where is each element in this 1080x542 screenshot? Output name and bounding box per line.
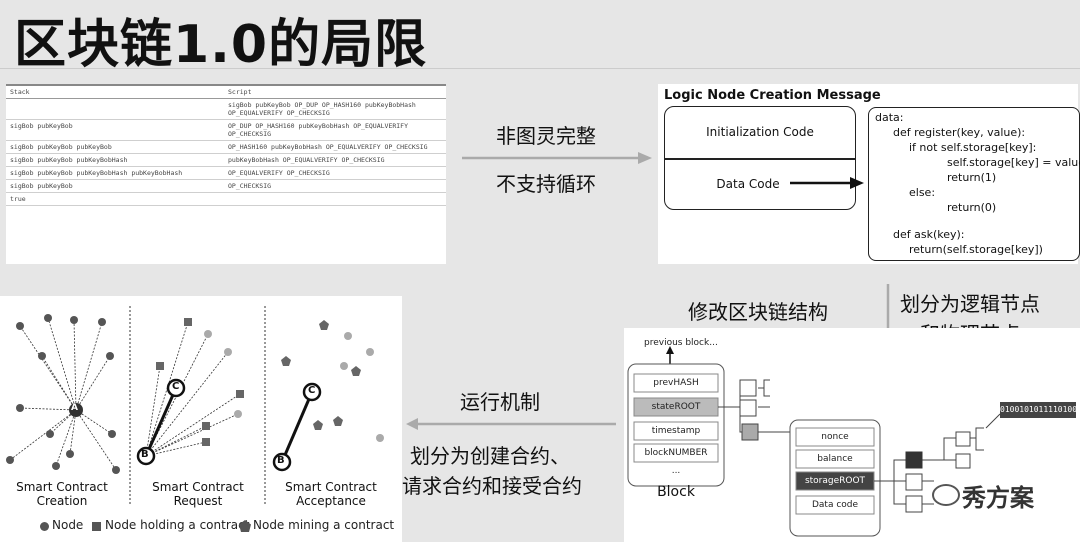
wechat-icon <box>932 484 960 506</box>
previous-block-label: previous block... <box>644 338 718 348</box>
label-run-mechanism: 运行机制 <box>460 390 540 414</box>
caption-line: Smart Contract <box>285 480 377 494</box>
header-script: Script <box>228 88 252 96</box>
legend-mining: Node mining a contract <box>253 518 395 532</box>
caption-request: Smart Contract Request <box>134 480 262 508</box>
smart-contract-diagram <box>6 306 384 506</box>
caption-creation: Smart Contract Creation <box>0 480 124 508</box>
account-field-storageroot: storageROOT <box>804 476 866 486</box>
table-row: sigBob pubKeyBob pubKeyBob OP_HASH160 pub… <box>6 141 446 154</box>
legend-holding: Node holding a contract <box>105 518 250 532</box>
account-field-datacode: Data code <box>811 500 859 510</box>
script-cell: OP_DUP OP_HASH160 pubKeyBobHash OP_EQUAL… <box>228 122 409 138</box>
block-field-timestamp: timestamp <box>651 426 701 436</box>
label-non-turing: 非图灵完整 <box>496 124 596 148</box>
init-code-label: Initialization Code <box>706 125 814 139</box>
table-row: sigBob pubKeyBob OP_DUP OP_HASH160 pubKey… <box>6 120 446 141</box>
code-line: self.storage[key] = value <box>947 156 1080 169</box>
node-c-label: C <box>308 385 316 396</box>
script-cell: OP_HASH160 pubKeyBobHash OP_EQUALVERIFY … <box>228 143 428 151</box>
smart-contract-panel: A C B C B Smart Contract Creation Smart … <box>0 296 402 542</box>
code-line: def ask(key): <box>893 228 965 241</box>
label-split-contract-1: 划分为创建合约、 <box>410 444 570 468</box>
left-arrow <box>406 418 616 430</box>
title-underline <box>0 68 1080 69</box>
block-diagram <box>627 346 1076 537</box>
node-b-label: B <box>141 449 149 460</box>
caption-line: Request <box>173 494 223 508</box>
legend-holding-icon <box>92 522 101 531</box>
script-cell: sigBob pubKeyBob OP_DUP OP_HASH160 pubKe… <box>228 101 416 117</box>
caption-line: Smart Contract <box>152 480 244 494</box>
node-b-label: B <box>277 455 285 466</box>
legend-node-icon <box>40 522 49 531</box>
stack-cell: true <box>10 195 26 203</box>
caption-line: Creation <box>36 494 88 508</box>
block-caption: Block <box>657 484 695 500</box>
page-title: 区块链1.0的局限 <box>14 15 428 75</box>
table-row: true <box>6 193 446 206</box>
code-line: data: <box>875 111 904 124</box>
watermark-text: 秀方案 <box>962 484 1034 512</box>
code-box: data: def register(key, value): if not s… <box>868 107 1080 261</box>
block-field-blocknumber: blockNUMBER <box>644 448 708 458</box>
table-header-row: Stack Script <box>6 85 446 99</box>
code-line: return(0) <box>947 201 997 214</box>
table-row: sigBob pubKeyBob pubKeyBobHash pubKeyBob… <box>6 167 446 180</box>
caption-line: Smart Contract <box>16 480 108 494</box>
block-field-stateroot: stateROOT <box>651 402 701 412</box>
legend-mining-icon <box>239 520 251 532</box>
code-line: return(1) <box>947 171 997 184</box>
data-code-label: Data Code <box>716 177 780 191</box>
logic-node-title: Logic Node Creation Message <box>664 88 881 103</box>
code-line: return(self.storage[key]) <box>909 243 1043 256</box>
stack-cell: sigBob pubKeyBob <box>10 182 73 190</box>
code-line: else: <box>909 186 936 199</box>
table-row: sigBob pubKeyBob OP_DUP OP_HASH160 pubKe… <box>6 99 446 120</box>
stack-cell: sigBob pubKeyBob <box>10 122 73 130</box>
script-cell: pubKeyBobHash OP_EQUALVERIFY OP_CHECKSIG <box>228 156 385 164</box>
label-no-loop: 不支持循环 <box>496 172 596 196</box>
script-cell: OP_EQUALVERIFY OP_CHECKSIG <box>228 169 330 177</box>
legend-node: Node <box>52 518 84 532</box>
stack-cell <box>6 99 224 120</box>
script-cell: OP_CHECKSIG <box>228 182 272 190</box>
table-row: sigBob pubKeyBob OP_CHECKSIG <box>6 180 446 193</box>
block-structure-panel: previous block... <box>624 328 1080 542</box>
header-stack: Stack <box>10 88 30 96</box>
stack-cell: sigBob pubKeyBob pubKeyBobHash <box>10 156 128 164</box>
logic-node-box: Initialization Code Data Code <box>664 106 856 210</box>
table-row: sigBob pubKeyBob pubKeyBobHash pubKeyBobH… <box>6 154 446 167</box>
code-line: def register(key, value): <box>893 126 1026 139</box>
account-field-nonce: nonce <box>821 432 849 442</box>
account-field-balance: balance <box>817 454 853 464</box>
label-split-contract-2: 请求合约和接受合约 <box>402 474 582 498</box>
script-cell <box>224 193 446 206</box>
node-c-label: C <box>172 381 180 392</box>
script-stack-table: Stack Script sigBob pubKeyBob OP_DUP OP_… <box>6 84 446 264</box>
label-modify-structure: 修改区块链结构 <box>688 300 828 324</box>
caption-acceptance: Smart Contract Acceptance <box>268 480 394 508</box>
right-arrow-top <box>462 152 652 164</box>
stack-cell: sigBob pubKeyBob pubKeyBobHash pubKeyBob… <box>10 169 183 177</box>
block-ellipsis: ... <box>671 466 681 476</box>
code-line: if not self.storage[key]: <box>909 141 1037 154</box>
stack-cell: sigBob pubKeyBob pubKeyBob <box>10 143 112 151</box>
binary-value: 0100101011110100 <box>1000 405 1078 414</box>
data-code-arrow <box>790 177 864 189</box>
label-split-logic-1: 划分为逻辑节点 <box>900 292 1040 316</box>
block-field-prevhash: prevHASH <box>653 378 699 388</box>
caption-line: Acceptance <box>296 494 366 508</box>
box-divider <box>665 158 855 160</box>
node-a-label: A <box>71 403 78 413</box>
